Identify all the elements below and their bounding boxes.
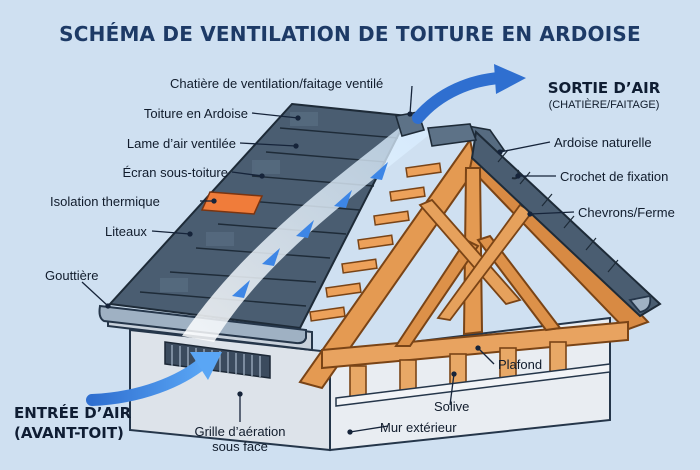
label-chevrons-ferme: Chevrons/Ferme: [578, 205, 675, 220]
label-liteaux: Liteaux: [105, 224, 147, 239]
battens: [309, 162, 442, 322]
label-ardoise-naturelle: Ardoise naturelle: [554, 135, 652, 150]
slate-roof: [107, 102, 410, 330]
label-plafond: Plafond: [498, 357, 543, 372]
label-chatiere: Chatière de ventilation/faitage ventilé: [170, 76, 384, 91]
label-toiture-ardoise: Toiture en Ardoise: [143, 106, 248, 121]
label-crochet-fixation: Crochet de fixation: [560, 169, 669, 184]
label-solive: Solive: [434, 399, 470, 414]
label-entree-air-sub: (AVANT-TOIT): [14, 424, 124, 442]
label-sortie-air: SORTIE D’AIR: [547, 79, 661, 97]
label-lame-air: Lame d’air ventilée: [126, 136, 236, 151]
air-inlet-arrow: [86, 352, 222, 406]
label-entree-air: ENTRÉE D’AIR: [14, 404, 132, 422]
leader-lines: [81, 85, 575, 435]
page-title: SCHÉMA DE VENTILATION DE TOITURE EN ARDO…: [59, 22, 641, 46]
label-isolation-thermique: Isolation thermique: [50, 194, 160, 209]
label-ecran-sous-toiture: Écran sous-toiture: [122, 165, 229, 180]
label-sortie-air-sub: (CHATIÈRE/FAITAGE): [548, 99, 660, 111]
ventilated-air-gap: [182, 118, 430, 342]
label-grille-aeration: Grille d’aération: [194, 424, 286, 439]
air-outlet-arrow: [412, 64, 526, 124]
label-grille-aeration-sub: sous face: [212, 439, 268, 454]
label-mur-exterieur: Mur extérieur: [380, 420, 457, 435]
label-gouttiere: Gouttière: [45, 268, 99, 283]
airflow-arrow-icon: [232, 162, 388, 298]
